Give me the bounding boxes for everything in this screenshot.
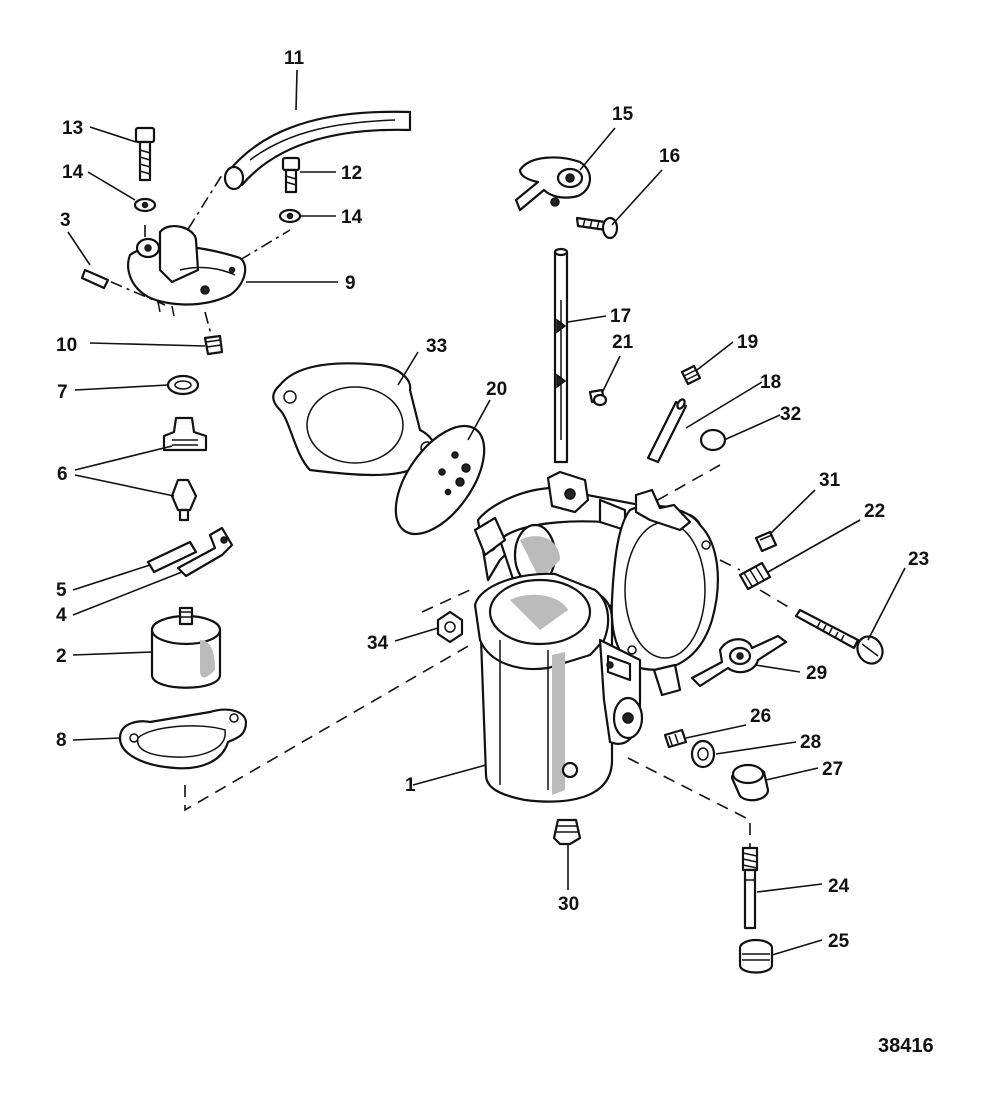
- callout-34: 34: [367, 633, 389, 654]
- callout-13: 13: [62, 118, 83, 139]
- part-27-drain-plug: [730, 763, 770, 802]
- part-12-screw: [281, 156, 301, 194]
- callout-17: 17: [610, 306, 631, 327]
- part-33-flange-gasket: [272, 362, 437, 477]
- callout-20: 20: [486, 379, 507, 400]
- callout-6: 6: [57, 464, 68, 485]
- part-18-pin: [646, 398, 688, 464]
- part-25-plug: [738, 938, 774, 974]
- callout-12: 12: [341, 163, 362, 184]
- callout-5: 5: [56, 580, 67, 601]
- part-16-screw: [575, 216, 619, 240]
- callout-23: 23: [908, 549, 929, 570]
- part-21-screw: [588, 388, 608, 407]
- leader-lines: [67, 69, 906, 956]
- callout-9: 9: [345, 273, 356, 294]
- callout-29: 29: [806, 663, 827, 684]
- callout-26: 26: [750, 706, 771, 727]
- part-17-throttle-shaft: [553, 247, 569, 464]
- callout-24: 24: [828, 876, 850, 897]
- callout-18: 18: [760, 372, 781, 393]
- part-6-inlet-needle-and-seat: [162, 416, 208, 522]
- part-28-washer: [690, 739, 716, 769]
- callout-labels: 11 13 14 12 14 3 9 10 7 6 5 4 2 8 15 16 …: [56, 48, 929, 952]
- part-23-mixture-screw: [794, 608, 884, 665]
- part-8-float-bowl-gasket: [118, 708, 248, 770]
- alignment-lines: [87, 174, 791, 850]
- callout-14a: 14: [62, 162, 84, 183]
- callout-15: 15: [612, 104, 634, 125]
- part-15-throttle-lever: [514, 156, 591, 212]
- part-1-carburetor-body: [473, 470, 719, 803]
- callout-16: 16: [659, 146, 680, 167]
- part-22-spring: [738, 561, 772, 591]
- callout-32: 32: [780, 404, 801, 425]
- part-13-screw: [134, 126, 156, 182]
- callout-28: 28: [800, 732, 821, 753]
- callout-4: 4: [56, 605, 67, 626]
- callout-8: 8: [56, 730, 67, 751]
- part-10-screw: [203, 334, 224, 356]
- part-2-float: [150, 606, 222, 689]
- callout-14b: 14: [341, 207, 363, 228]
- callout-2: 2: [56, 646, 67, 667]
- callout-27: 27: [822, 759, 843, 780]
- callout-1: 1: [405, 775, 416, 796]
- part-30-main-jet: [552, 818, 582, 846]
- part-7-o-ring: [166, 374, 200, 396]
- callout-10: 10: [56, 335, 77, 356]
- callout-33: 33: [426, 336, 447, 357]
- part-5-float-pin: [146, 540, 198, 574]
- part-31-jet: [754, 530, 778, 553]
- part-19-spring: [680, 364, 702, 386]
- part-32-welch-plug: [699, 428, 727, 452]
- part-4-float-arm: [176, 526, 234, 578]
- callout-21: 21: [612, 332, 634, 353]
- callout-7: 7: [57, 382, 68, 403]
- part-9-fuel-pump-cover: [127, 224, 247, 317]
- callout-31: 31: [819, 470, 841, 491]
- part-24-main-nozzle: [741, 846, 759, 930]
- part-26-screw: [663, 728, 688, 749]
- part-29-choke-lever: [690, 634, 788, 688]
- callout-3: 3: [60, 210, 71, 231]
- part-11-fuel-hose: [223, 110, 412, 191]
- part-34-nut: [436, 610, 464, 644]
- callout-25: 25: [828, 931, 850, 952]
- part-3-pin: [80, 268, 110, 290]
- part-20-reed-plate: [394, 424, 486, 536]
- drawing-number: 38416: [878, 1035, 934, 1057]
- callout-19: 19: [737, 332, 758, 353]
- callout-22: 22: [864, 501, 885, 522]
- callout-11: 11: [284, 48, 305, 69]
- callout-30: 30: [558, 894, 579, 915]
